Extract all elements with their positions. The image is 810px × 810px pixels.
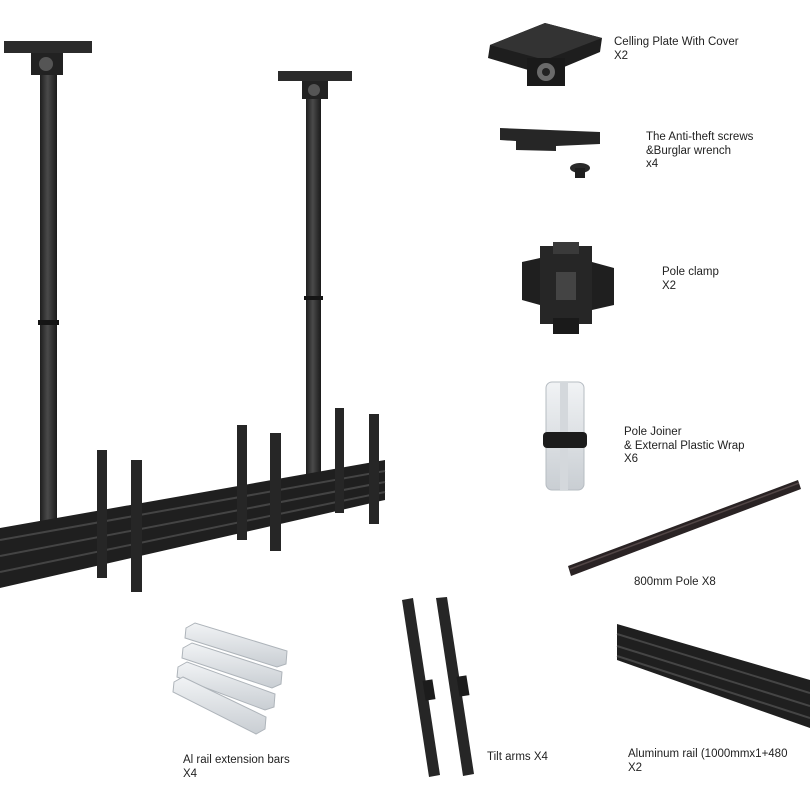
- assembled-rail: [0, 460, 386, 588]
- pole-joiner-line2: & External Plastic Wrap: [624, 439, 745, 452]
- pole-clamp-label: Pole clamp X2: [662, 266, 719, 293]
- pole-joiner-icon: [543, 381, 587, 491]
- tilt-arms-name: Tilt arms X4: [487, 751, 548, 763]
- aluminum-rail-icon: [616, 624, 810, 728]
- pole-label: 800mm Pole X8: [634, 576, 716, 590]
- screws-line1: The Anti-theft screws: [646, 131, 754, 143]
- ceiling-plate-label: Celling Plate With Cover X2: [614, 36, 739, 63]
- ceiling-plate-name: Celling Plate With Cover: [614, 36, 739, 48]
- extension-bars-qty: X4: [183, 767, 198, 780]
- assembled-tilt-arms: [97, 408, 379, 592]
- screws-label: The Anti-theft screws &Burglar wrench x4: [646, 131, 753, 172]
- screw-icon: [570, 163, 590, 178]
- 800mm-pole-icon: [568, 480, 801, 576]
- extension-bars-label: Al rail extension bars X4: [183, 754, 290, 781]
- pole-joiner-label: Pole Joiner & External Plastic Wrap X6: [624, 426, 745, 467]
- screws-line2: &Burglar wrench: [646, 144, 732, 157]
- tilt-arms-label: Tilt arms X4: [487, 751, 548, 765]
- pole-joiner-line1: Pole Joiner: [624, 426, 682, 438]
- screws-qty: x4: [646, 158, 659, 170]
- anti-theft-wrench-icon: [500, 128, 600, 151]
- pole-name: 800mm Pole X8: [634, 576, 716, 588]
- assembled-left-pole: [4, 41, 92, 525]
- pole-joiner-qty: X6: [624, 453, 639, 465]
- assembled-right-pole: [278, 71, 352, 474]
- pole-clamp-icon: [522, 242, 614, 334]
- ceiling-plate-qty: X2: [614, 49, 629, 62]
- aluminum-rail-name: Aluminum rail (1000mmx1+480: [628, 748, 788, 760]
- pole-clamp-qty: X2: [662, 279, 677, 292]
- aluminum-rail-qty: X2: [628, 761, 643, 774]
- extension-bars-name: Al rail extension bars: [183, 754, 290, 766]
- ceiling-plate-icon: [488, 23, 602, 86]
- pole-clamp-name: Pole clamp: [662, 266, 719, 278]
- aluminum-rail-label: Aluminum rail (1000mmx1+480 X2: [628, 748, 810, 775]
- tilt-arms-icon: [402, 597, 474, 777]
- extension-bars-icon: [172, 622, 288, 735]
